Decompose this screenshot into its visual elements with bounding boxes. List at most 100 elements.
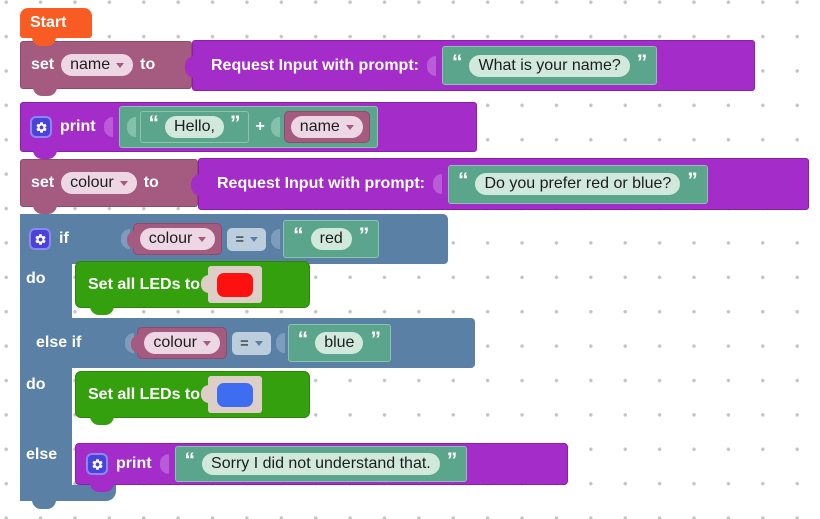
variable-block-colour[interactable]: colour — [126, 223, 223, 255]
else-label: else — [26, 446, 58, 463]
chevron-down-icon — [198, 236, 207, 242]
set-name-block[interactable]: set name to — [20, 41, 192, 96]
request-input-block-name[interactable]: Request Input with prompt: “ What is you… — [185, 40, 755, 91]
colour-picker[interactable] — [201, 376, 263, 413]
connector-tab — [131, 335, 140, 353]
input-socket — [432, 174, 442, 194]
variable-block-name[interactable]: name — [283, 111, 370, 143]
chevron-down-icon — [254, 340, 263, 346]
connector-tab — [32, 37, 56, 46]
close-quote-icon: ” — [446, 449, 458, 472]
else-if-condition: colour = “ blue ” — [125, 324, 391, 362]
set-all-leds-label: Set all LEDs to — [88, 275, 201, 293]
connector-tab — [185, 56, 195, 78]
if-block-header[interactable]: if colour = “ red ” — [20, 214, 448, 264]
open-quote-icon: “ — [457, 169, 469, 192]
to-label: to — [140, 56, 156, 73]
chevron-down-icon — [116, 62, 125, 68]
variable-dropdown-colour[interactable]: colour — [139, 228, 216, 250]
comparison-operator-dropdown[interactable]: = — [227, 227, 267, 251]
input-socket — [126, 117, 136, 137]
text-input[interactable]: What is your name? — [469, 54, 630, 77]
gear-icon[interactable] — [30, 116, 52, 138]
text-block[interactable]: “ red ” — [283, 220, 380, 258]
operator-value: = — [239, 334, 249, 352]
print-label: print — [116, 455, 152, 472]
if-label: if — [59, 230, 69, 247]
input-socket — [275, 333, 285, 353]
close-quote-icon: ” — [229, 112, 241, 135]
close-quote-icon: ” — [358, 224, 370, 247]
set-colour-block[interactable]: set colour to — [20, 159, 198, 214]
do-label: do — [26, 376, 46, 393]
text-input[interactable]: Do you prefer red or blue? — [475, 173, 681, 195]
connector-tab — [191, 174, 201, 196]
join-block[interactable]: “ Hello, ” + name — [118, 106, 378, 148]
chevron-down-icon — [250, 236, 259, 242]
text-input[interactable]: Hello, — [165, 116, 224, 138]
variable-dropdown-name[interactable]: name — [290, 116, 363, 138]
variable-dropdown-name[interactable]: name — [61, 54, 134, 76]
variable-dropdown-colour[interactable]: colour — [144, 332, 220, 354]
open-quote-icon: “ — [184, 449, 196, 472]
input-socket — [159, 454, 169, 474]
colour-picker[interactable] — [201, 266, 263, 303]
text-input[interactable]: red — [310, 228, 352, 250]
to-label: to — [143, 174, 159, 191]
gear-icon[interactable] — [86, 453, 108, 475]
text-block[interactable]: “ Do you prefer red or blue? ” — [447, 164, 708, 204]
variable-dropdown-value: name — [70, 56, 111, 73]
text-block[interactable]: “ blue ” — [287, 324, 391, 362]
open-quote-icon: “ — [293, 224, 304, 247]
open-quote-icon: “ — [297, 328, 309, 351]
connector-tab — [33, 87, 57, 96]
connector-tab — [90, 306, 114, 315]
start-block[interactable]: Start — [20, 8, 92, 46]
comparison-operator-dropdown[interactable]: = — [231, 331, 271, 355]
colour-swatch-red[interactable] — [217, 272, 254, 297]
operator-value: = — [235, 230, 245, 248]
print-block-hello[interactable]: print “ Hello, ” + name — [20, 102, 477, 159]
set-label: set — [31, 56, 55, 73]
connector-tab — [32, 500, 56, 509]
open-quote-icon: “ — [148, 112, 160, 135]
chevron-down-icon — [345, 124, 354, 130]
text-block[interactable]: “ Sorry I did not understand that. ” — [174, 446, 468, 482]
set-all-leds-label: Set all LEDs to — [88, 385, 201, 403]
variable-dropdown-value: colour — [70, 174, 114, 191]
else-if-section[interactable]: else if colour = “ blue ” — [20, 318, 475, 368]
request-input-label: Request Input with prompt: — [211, 56, 419, 74]
do-label: do — [26, 270, 46, 287]
print-block-sorry[interactable]: print “ Sorry I did not understand that.… — [75, 443, 568, 492]
connector-tab — [126, 231, 135, 249]
start-label: Start — [30, 14, 67, 31]
colour-swatch-blue[interactable] — [217, 382, 254, 407]
set-all-leds-block-red[interactable]: Set all LEDs to — [75, 261, 310, 315]
connector-tab — [201, 385, 210, 403]
request-input-block-colour[interactable]: Request Input with prompt: “ Do you pref… — [191, 158, 809, 210]
variable-dropdown-value: name — [299, 118, 340, 135]
open-quote-icon: “ — [451, 50, 463, 74]
gear-icon[interactable] — [29, 228, 51, 250]
connector-tab — [33, 150, 57, 159]
request-input-label: Request Input with prompt: — [217, 175, 425, 192]
print-label: print — [60, 118, 96, 135]
chevron-down-icon — [202, 340, 211, 346]
close-quote-icon: ” — [687, 169, 698, 192]
variable-dropdown-colour[interactable]: colour — [61, 172, 137, 194]
set-all-leds-block-blue[interactable]: Set all LEDs to — [75, 371, 310, 425]
connector-tab — [201, 275, 210, 293]
else-if-label: else if — [36, 334, 82, 351]
text-input[interactable]: blue — [315, 332, 364, 354]
text-block[interactable]: “ What is your name? ” — [441, 46, 658, 85]
close-quote-icon: ” — [636, 50, 648, 74]
set-label: set — [31, 174, 55, 191]
plus-operator: + — [255, 118, 265, 135]
variable-block-colour[interactable]: colour — [131, 327, 227, 359]
chevron-down-icon — [119, 180, 128, 186]
input-socket — [271, 229, 281, 249]
text-block[interactable]: “ Hello, ” — [139, 111, 250, 143]
text-input[interactable]: Sorry I did not understand that. — [202, 453, 440, 475]
connector-tab — [33, 205, 57, 214]
